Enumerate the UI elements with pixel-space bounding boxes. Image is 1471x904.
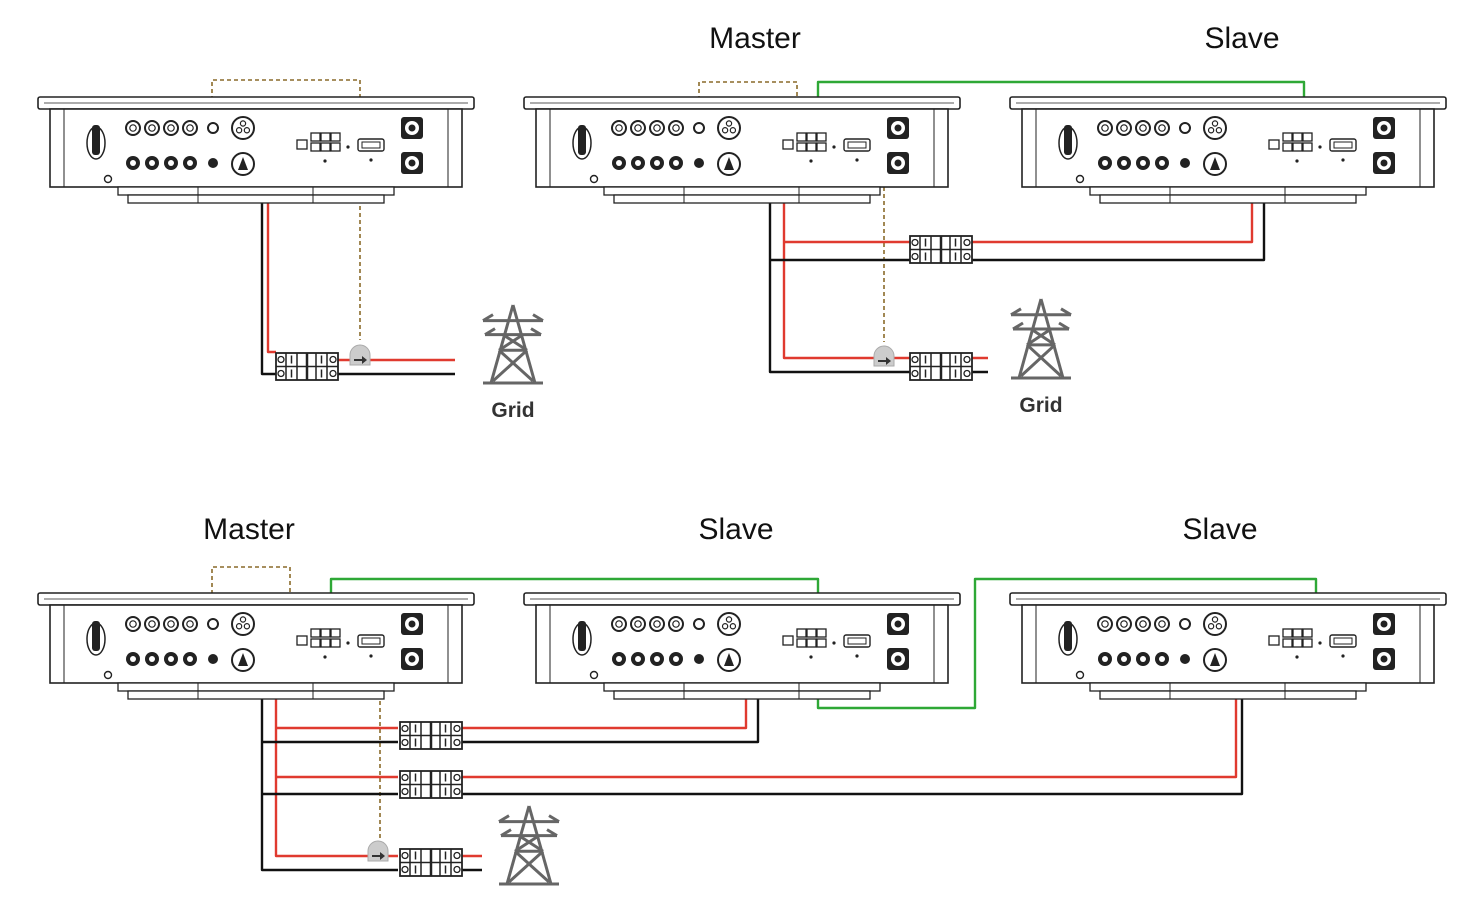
label-slave-top: Slave (1204, 22, 1280, 55)
ct-sensor-icon (349, 344, 371, 366)
breaker-icon (399, 770, 463, 799)
label-grid-2: Grid (1019, 394, 1063, 417)
inverter-icon (37, 592, 475, 700)
inverter-icon (37, 96, 475, 204)
label-grid-1: Grid (491, 399, 535, 422)
neutral-wire-c (260, 622, 482, 872)
inverter-icon (1009, 96, 1447, 204)
grid-tower-icon (1010, 298, 1072, 380)
neutral-wire-a (260, 126, 455, 376)
breaker-icon (399, 848, 463, 877)
breaker-icon (399, 721, 463, 750)
inverter-icon (523, 592, 961, 700)
ct-sensor-icon (873, 345, 895, 367)
grid-tower-icon (482, 304, 544, 385)
grid-tower-icon (498, 805, 560, 886)
breaker-icon (909, 352, 973, 381)
breaker-icon (275, 352, 339, 381)
label-master-bottom: Master (203, 513, 295, 546)
inverter-icon (1009, 592, 1447, 700)
label-slave-bottom-1: Slave (698, 513, 774, 546)
label-master-top: Master (709, 22, 801, 55)
breaker-icon (909, 235, 973, 264)
ct-sensor-icon (367, 840, 389, 862)
label-slave-bottom-2: Slave (1182, 513, 1258, 546)
inverter-icon (523, 96, 961, 204)
